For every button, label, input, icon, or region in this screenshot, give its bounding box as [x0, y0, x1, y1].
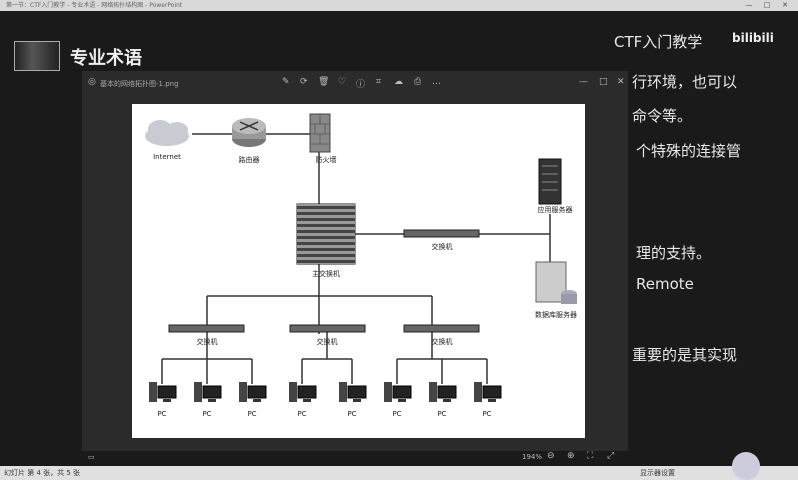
pc-icon [429, 382, 457, 402]
display-settings-button[interactable]: 显示器设置 [640, 469, 675, 477]
pc-icon [194, 382, 222, 402]
pc-icon [339, 382, 367, 402]
side-text-2: 命令等。 [632, 107, 693, 125]
pc-label: PC [347, 410, 356, 418]
pc-label: PC [482, 410, 491, 418]
side-text-5: Remote [636, 275, 694, 293]
side-text-4: 理的支持。 [636, 244, 712, 262]
cloud-icon[interactable]: ☁ [394, 77, 403, 87]
switch-label: 交换机 [317, 337, 338, 346]
app-server-label: 应用服务器 [538, 205, 573, 214]
logo-icon [14, 41, 60, 71]
pc-icon [239, 382, 267, 402]
core-switch-icon [296, 203, 356, 265]
pc-label: PC [202, 410, 211, 418]
zoom-level: 194% [522, 453, 543, 461]
pc-icon [384, 382, 412, 402]
side-text-6: 重要的是其实现 [632, 346, 738, 364]
switch-label: 交换机 [432, 242, 453, 251]
viewer-close-button[interactable]: ✕ [617, 77, 625, 87]
app-server-icon [538, 158, 562, 205]
edit-icon[interactable]: ✎ [282, 77, 290, 87]
brand-text: CTF入门教学 [614, 33, 703, 51]
app-icon: ◎ [88, 77, 96, 87]
status-bar: 幻灯片 第 4 张，共 5 张 显示器设置 [0, 466, 798, 480]
router-label: 路由器 [239, 155, 260, 164]
database-server-icon [535, 261, 577, 304]
cloud-icon [145, 120, 189, 146]
internet-label: Internet [153, 153, 181, 161]
firewall-label: 防火墙 [316, 155, 337, 164]
watermark-text: bilibili [732, 31, 774, 45]
network-diagram: Internet 路由器 防火墙 [145, 113, 577, 418]
switch-icon [403, 324, 480, 333]
pc-icon [149, 382, 177, 402]
viewer-maximize-button[interactable]: □ [599, 77, 608, 87]
side-text-3: 个特殊的连接管 [636, 142, 742, 160]
info-icon[interactable]: ⓘ [356, 80, 366, 90]
pc-label: PC [247, 410, 256, 418]
image-viewer-window: ◎ 基本的网络拓扑图-1.png ✎ ⟳ 🗑 ♡ ⓘ ⌗ ☁ ⎙ … — □ ✕ [82, 71, 628, 461]
switch-icon [289, 324, 366, 333]
viewer-minimize-button[interactable]: — [579, 77, 588, 87]
switch-icon [168, 324, 245, 333]
pc-icon [289, 382, 317, 402]
print-icon[interactable]: ⎙ [414, 77, 422, 87]
switch-label: 交换机 [432, 337, 453, 346]
pc-label: PC [392, 410, 401, 418]
db-server-label: 数据库服务器 [535, 310, 577, 319]
pc-label: PC [297, 410, 306, 418]
slide-title: 专业术语 [70, 48, 142, 69]
router-icon [232, 118, 266, 147]
rotate-icon[interactable]: ⟳ [300, 77, 308, 87]
firewall-icon [309, 113, 331, 153]
delete-icon[interactable]: 🗑 [318, 77, 330, 87]
more-icon[interactable]: … [432, 77, 441, 87]
close-button[interactable]: ✕ [782, 1, 788, 9]
side-text-1: 行环境，也可以 [632, 73, 738, 91]
window-title: 第一节：CTF入门教学 - 专业术语 - 网络拓扑结构图 - PowerPoin… [6, 2, 183, 9]
network-diagram-image: Internet 路由器 防火墙 [132, 104, 585, 438]
zoom-out-icon[interactable]: ⊖ [547, 451, 555, 461]
pc-icon [474, 382, 502, 402]
feedback-icon[interactable]: ▭ [88, 453, 95, 461]
pc-label: PC [437, 410, 446, 418]
avatar [732, 452, 760, 480]
pc-label: PC [157, 410, 166, 418]
fit-icon[interactable]: ⛶ [587, 451, 594, 461]
core-switch-label: 主交换机 [312, 269, 340, 278]
slide-canvas: 专业术语 CTF入门教学 bilibili 行环境，也可以 命令等。 个特殊的连… [0, 11, 798, 466]
favorite-icon[interactable]: ♡ [338, 77, 347, 87]
viewer-filename: 基本的网络拓扑图-1.png [100, 80, 179, 88]
zoom-in-icon[interactable]: ⊕ [567, 451, 575, 461]
crop-icon[interactable]: ⌗ [376, 77, 382, 87]
switch-icon [403, 229, 480, 238]
switch-label: 交换机 [197, 337, 218, 346]
minimize-button[interactable]: — [745, 1, 753, 9]
slide-info: 幻灯片 第 4 张，共 5 张 [4, 469, 81, 477]
window-titlebar: 第一节：CTF入门教学 - 专业术语 - 网络拓扑结构图 - PowerPoin… [0, 0, 798, 11]
fullscreen-icon[interactable]: ⤢ [607, 451, 615, 461]
maximize-button[interactable]: □ [763, 1, 771, 9]
